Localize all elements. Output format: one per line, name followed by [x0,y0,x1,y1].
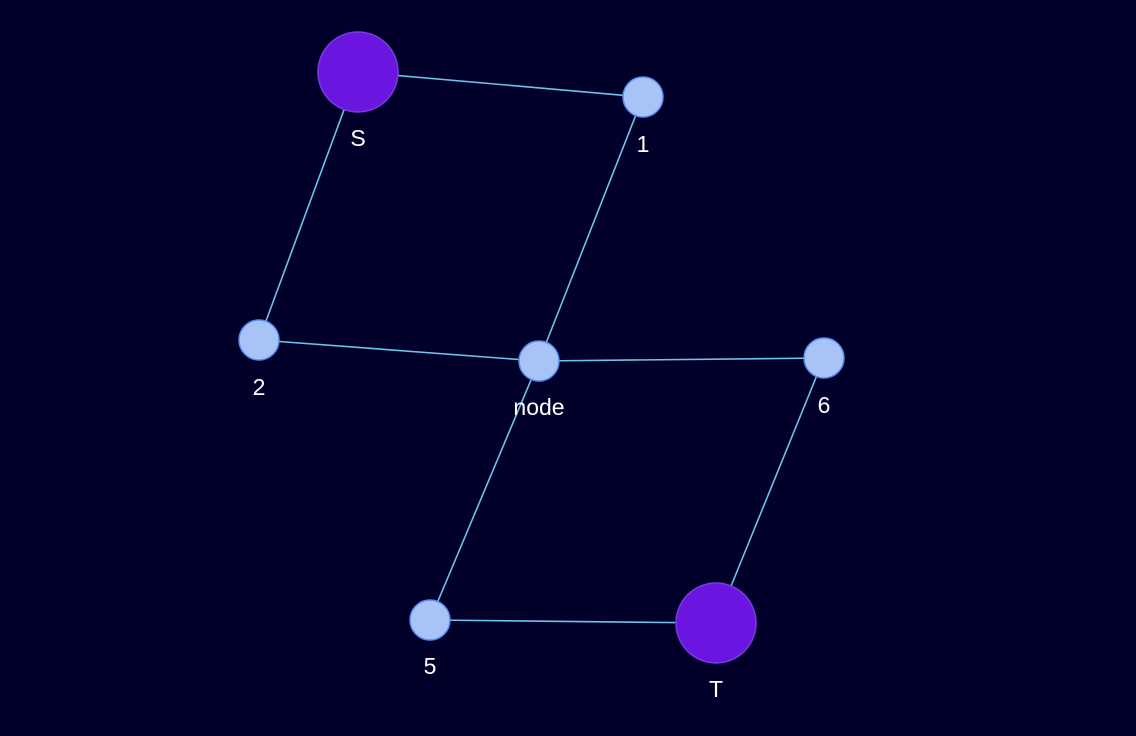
node-label-node: node [513,394,564,420]
node-label-1: 1 [637,131,650,157]
node-T[interactable]: T [675,582,757,702]
node-circle-5[interactable] [409,599,451,641]
nodes-layer: S 1 2 node 6 5T [238,31,845,702]
node-node[interactable]: node [513,340,565,420]
edge-6-T [715,357,825,624]
edge-2-node [258,339,540,362]
node-circle-S[interactable] [317,31,399,113]
edges-layer [258,71,825,624]
edge-node-6 [538,357,825,362]
node-2[interactable]: 2 [238,319,280,400]
edge-5-T [429,619,717,624]
node-label-6: 6 [818,392,831,418]
edge-S-1 [357,71,644,98]
node-label-T: T [709,676,723,702]
node-S[interactable]: S [317,31,399,151]
edge-1-node [538,96,644,362]
node-label-5: 5 [424,653,437,679]
node-label-2: 2 [253,374,266,400]
node-circle-6[interactable] [803,337,845,379]
node-label-S: S [350,125,365,151]
node-circle-1[interactable] [622,76,664,118]
edge-node-5 [429,360,540,621]
node-5[interactable]: 5 [409,599,451,679]
node-circle-T[interactable] [675,582,757,664]
edge-S-2 [258,71,359,341]
node-circle-2[interactable] [238,319,280,361]
node-1[interactable]: 1 [622,76,664,157]
node-circle-node[interactable] [518,340,560,382]
node-6[interactable]: 6 [803,337,845,418]
